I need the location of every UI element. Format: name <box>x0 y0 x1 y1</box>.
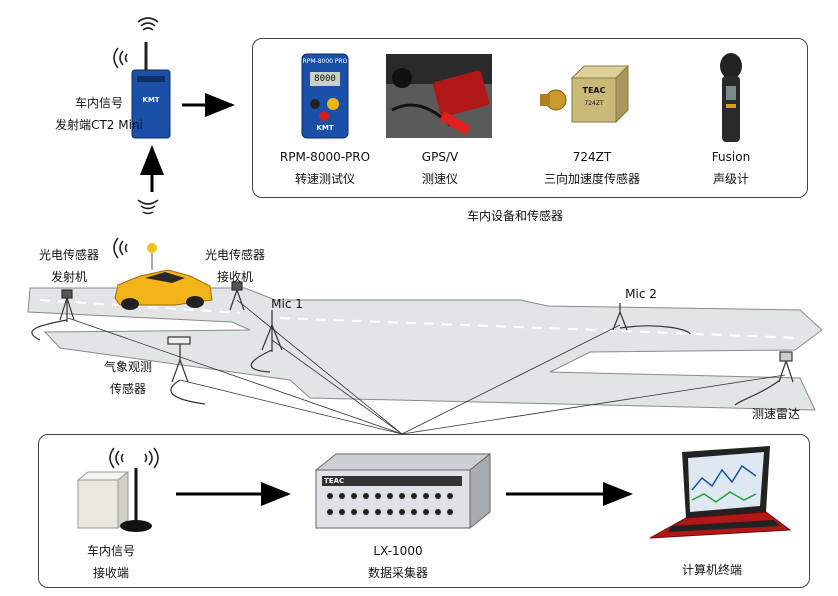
mic2-tripod <box>612 303 691 335</box>
sensor-rpm-name: RPM-8000-PRO <box>279 150 371 164</box>
sound-meter-device <box>720 53 742 142</box>
transmitter-device <box>131 42 171 139</box>
mic2-label: Mic 2 <box>625 287 657 301</box>
weather-line2: 传感器 <box>109 382 146 396</box>
sensor-gps-label: GPS/V 测速仪 <box>390 146 490 190</box>
sensor-rpm-label: RPM-8000-PRO 转速测试仪 <box>262 146 388 190</box>
radar-tripod <box>734 351 794 406</box>
accelerometer-device <box>540 64 630 124</box>
weather-line1: 气象观测 <box>103 360 152 374</box>
photo-rx-line2: 接收机 <box>216 270 253 284</box>
photo-rx-line1: 光电传感器 <box>204 248 265 262</box>
receiver-device <box>76 468 152 532</box>
sensor-rpm-desc: 转速测试仪 <box>294 172 355 186</box>
photo-tx-line1: 光电传感器 <box>38 248 99 262</box>
daq-brand-text: TEAC <box>324 477 345 485</box>
sensor-gps-name: GPS/V <box>421 150 459 164</box>
sensor-fusion-name: Fusion <box>711 150 751 164</box>
sensor-fusion-label: Fusion 声级计 <box>690 146 772 190</box>
transmitter-brand: KMT <box>142 96 160 104</box>
sensor-accel-desc: 三向加速度传感器 <box>543 172 640 186</box>
rpm-device <box>301 53 349 139</box>
radar-label: 测速雷达 <box>751 407 800 421</box>
transmitter-label-line1: 车内信号 <box>74 96 123 110</box>
transmitter-label: 车内信号 发射端CT2 Mini <box>44 92 154 136</box>
accel-model-text: 724ZT <box>584 100 604 107</box>
sensor-accel-label: 724ZT 三向加速度传感器 <box>530 146 654 190</box>
mic1-label: Mic 1 <box>271 297 303 311</box>
receiver-label: 车内信号 接收端 <box>66 540 156 584</box>
sensor-accel-name: 724ZT <box>572 150 612 164</box>
signal-lines <box>67 299 786 435</box>
rpm-brand-text: KMT <box>316 124 334 132</box>
laptop-device <box>649 446 792 539</box>
computer-label: 计算机终端 <box>681 563 742 577</box>
car <box>114 243 213 310</box>
road <box>27 287 823 411</box>
weather-tripod <box>167 336 206 405</box>
receiver-line1: 车内信号 <box>86 544 135 558</box>
daq-desc: 数据采集器 <box>367 566 428 580</box>
photo-rx-tripod <box>229 281 245 311</box>
photo-tx-line2: 发射机 <box>50 270 87 284</box>
daq-name: LX-1000 <box>373 544 423 558</box>
mic1-tripod <box>250 310 283 373</box>
photo-tx-tripod <box>31 289 75 341</box>
daq-label: LX-1000 数据采集器 <box>350 540 446 584</box>
photo-rx-label: 光电传感器 接收机 <box>190 244 280 288</box>
accel-brand-text: TEAC <box>582 86 606 95</box>
weather-label: 气象观测 传感器 <box>88 356 168 400</box>
gps-device <box>386 54 492 138</box>
wifi-icon <box>109 17 159 469</box>
sensor-gps-desc: 测速仪 <box>421 172 458 186</box>
photo-tx-label: 光电传感器 发射机 <box>24 244 114 288</box>
transmitter-label-line2: 发射端CT2 Mini <box>55 118 143 132</box>
sensor-fusion-desc: 声级计 <box>712 172 749 186</box>
receiver-line2: 接收端 <box>92 566 129 580</box>
daq-device <box>314 452 492 530</box>
rpm-model-text: RPM-8000 PRO <box>302 58 348 65</box>
rpm-screen-text: 8000 <box>314 74 336 84</box>
sensors-caption: 车内设备和传感器 <box>466 209 563 223</box>
